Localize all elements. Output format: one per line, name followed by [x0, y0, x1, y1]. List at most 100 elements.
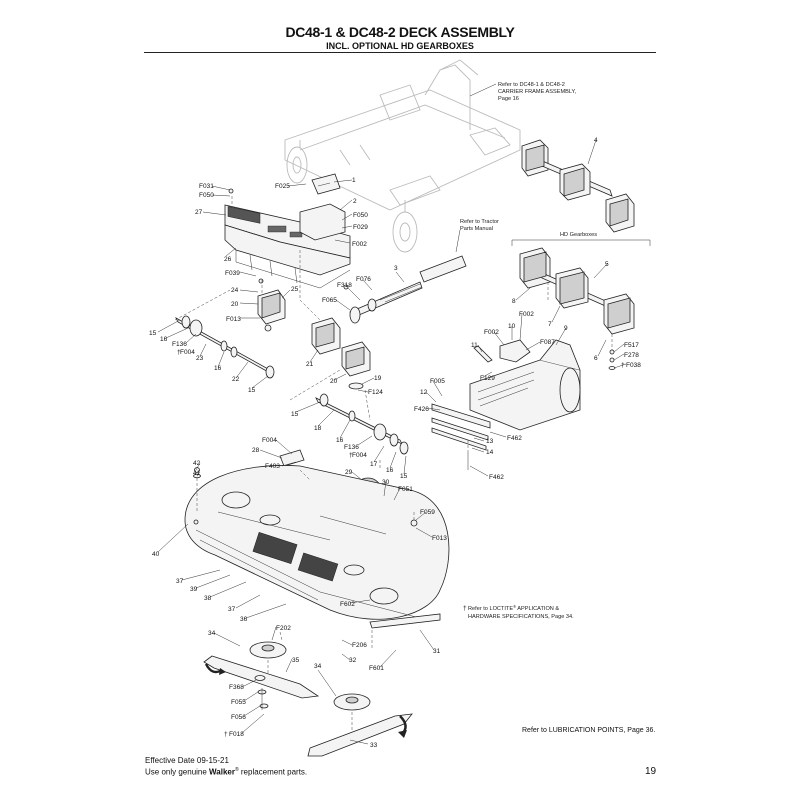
callout-F005: F005 [430, 378, 445, 385]
callout-8: 8 [512, 298, 516, 305]
callout-F129: F129 [480, 375, 495, 382]
callout-F025: F025 [275, 183, 290, 190]
footer-effective-date: Effective Date 09-15-21 [145, 756, 229, 765]
note-lubrication: Refer to LUBRICATION POINTS, Page 36. [522, 727, 656, 734]
callout-1: 1 [352, 177, 356, 184]
svg-text:†: † [463, 605, 467, 612]
discharge-chute-9 [469, 339, 581, 431]
callout-F136-b: F136 [344, 444, 359, 451]
svg-text:†: † [177, 349, 181, 356]
callout-15-d: 15 [400, 473, 408, 480]
callout-F018: F018 [229, 731, 244, 738]
gearbox-assembly-4 [521, 139, 635, 233]
callout-42: 42 [193, 460, 201, 467]
callout-F462-b: F462 [489, 474, 504, 481]
callout-14: 14 [486, 449, 494, 456]
callout-20: 20 [231, 301, 239, 308]
hd-gearboxes-label: HD Gearboxes [560, 232, 597, 238]
svg-text:†: † [621, 362, 625, 369]
callout-17: 17 [370, 461, 378, 468]
hd-gearboxes-bracket [511, 239, 651, 246]
callout-22: 22 [232, 376, 240, 383]
callout-F403: F403 [265, 463, 280, 470]
callout-34: 34 [208, 630, 216, 637]
callout-F124: F124 [368, 389, 383, 396]
callout-6: 6 [594, 355, 598, 362]
note-carrier-frame-line3: Page 16 [498, 96, 519, 102]
page-subtitle: INCL. OPTIONAL HD GEARBOXES [326, 41, 474, 51]
callout-15-b: 15 [248, 387, 256, 394]
callout-F055: F055 [231, 699, 246, 706]
blade-33 [307, 693, 413, 757]
reference-notes: Refer to DC48-1 & DC48-2 CARRIER FRAME A… [460, 82, 597, 620]
note-carrier-frame-line1: Refer to DC48-1 & DC48-2 [498, 82, 565, 88]
callout-F368: F368 [229, 684, 244, 691]
bracket-2 [299, 173, 346, 241]
center-gearbox-21 [311, 317, 341, 355]
callout-3: 3 [394, 265, 398, 272]
callout-F602: F602 [340, 601, 355, 608]
callout-F087: F087 [540, 339, 555, 346]
baffle-12 [431, 403, 491, 462]
callout-16: 16 [160, 336, 168, 343]
callout-29: 29 [345, 469, 353, 476]
callout-F004: F004 [180, 349, 195, 356]
callout-36: 36 [240, 616, 248, 623]
title-rule [144, 52, 656, 53]
note-tractor-line1: Refer to Tractor [460, 219, 499, 225]
callout-F038: F038 [626, 362, 641, 369]
callout-F013: F013 [226, 316, 241, 323]
callout-2: 2 [353, 198, 357, 205]
leader-lines [157, 83, 627, 745]
page-title: DC48-1 & DC48-2 DECK ASSEMBLY [285, 24, 515, 40]
callout-F002: F002 [352, 241, 367, 248]
callout-F031: F031 [199, 183, 214, 190]
callout-F278: F278 [624, 352, 639, 359]
note-loctite-line2: HARDWARE SPECIFICATIONS, Page 34. [468, 614, 574, 620]
callout-24: 24 [231, 287, 239, 294]
callout-12: 12 [420, 389, 428, 396]
callout-23: 23 [196, 355, 204, 362]
callout-F136: F136 [172, 341, 187, 348]
svg-text:†: † [349, 452, 353, 459]
callout-11: 11 [471, 342, 478, 349]
callout-F065: F065 [322, 297, 337, 304]
callout-21: 21 [306, 361, 314, 368]
callout-F002-c: F002 [484, 329, 499, 336]
callout-F462: F462 [507, 435, 522, 442]
callout-F426: F426 [414, 406, 429, 413]
deck-cover [224, 204, 351, 289]
right-shaft [315, 393, 409, 455]
callout-13: 13 [486, 438, 494, 445]
callout-F517: F517 [624, 342, 639, 349]
idler-bracket-28 [279, 449, 305, 467]
drive-shaft-3 [349, 255, 467, 324]
callout-F004-b: F004 [352, 452, 367, 459]
callout-F013-b: F013 [432, 535, 447, 542]
blade-hardware-stack [254, 675, 269, 710]
blade-35 [203, 641, 320, 699]
callout-F056: F056 [231, 714, 246, 721]
left-gearbox [257, 289, 286, 332]
callout-40: 40 [152, 551, 160, 558]
left-shaft [175, 315, 275, 379]
callout-F206: F206 [352, 642, 367, 649]
callout-34-b: 34 [314, 663, 322, 670]
callout-16-c: 16 [336, 437, 344, 444]
callout-30: 30 [382, 479, 390, 486]
page-number: 19 [645, 766, 657, 777]
callout-28: 28 [252, 447, 260, 454]
callout-F050-b: F050 [353, 212, 368, 219]
callout-5: 5 [605, 261, 609, 268]
callout-F318: F318 [337, 282, 352, 289]
callout-35: 35 [292, 657, 300, 664]
callout-F004-c: F004 [262, 437, 277, 444]
mower-deck-shell [184, 465, 450, 629]
callout-F002-b: F002 [519, 311, 534, 318]
callout-F601: F601 [369, 665, 384, 672]
callout-31: 31 [433, 648, 441, 655]
carrier-frame-ghost [284, 59, 521, 253]
callout-26: 26 [224, 256, 232, 263]
callout-20-b: 20 [330, 378, 338, 385]
